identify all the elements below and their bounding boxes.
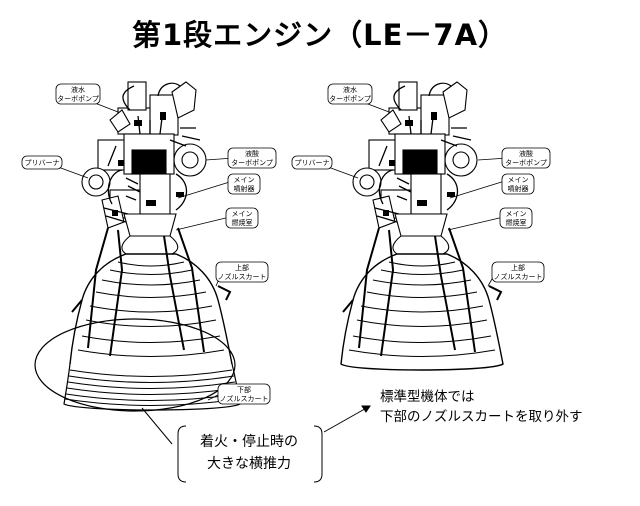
- callout-text: プリバーナ: [25, 159, 60, 167]
- callout-text: メイン: [506, 210, 527, 218]
- callout-lox-turbopump-left: 液酸 ターボポンプ: [227, 147, 277, 169]
- callout-text: 燃焼室: [232, 218, 253, 227]
- callout-text: ターボポンプ: [57, 94, 99, 103]
- standard-airframe-note: 標準型機体では 下部のノズルスカートを取り外す: [380, 387, 583, 427]
- callout-lox-turbopump-right: 液酸 ターボポンプ: [501, 147, 551, 169]
- callout-text: ノズルスカート: [218, 272, 267, 281]
- standard-note-line: 標準型機体では: [380, 389, 475, 405]
- callout-text: ノズルスカート: [220, 394, 269, 403]
- callout-text: ターボポンプ: [505, 158, 547, 167]
- thrust-pointer-line: [141, 407, 173, 445]
- page-title: 第1段エンジン（LE－7A）: [131, 18, 509, 52]
- callout-text: ターボポンプ: [231, 158, 273, 167]
- engine-left: [34, 81, 241, 412]
- callout-text: 下部: [237, 385, 251, 394]
- callout-text: ノズルスカート: [494, 272, 543, 281]
- standard-note-line: 下部のノズルスカートを取り外す: [380, 409, 583, 425]
- lower-nozzle-skirt: [63, 363, 241, 411]
- callout-text: 液水: [343, 85, 357, 94]
- callout-main-chamber-right: メイン 燃焼室: [499, 207, 533, 229]
- callout-main-injector-left: メイン 噴射器: [227, 173, 261, 195]
- callout-text: プリバーナ: [295, 159, 330, 167]
- callout-lh2-turbopump-right: 液水 ターボポンプ: [327, 83, 373, 105]
- callout-main-chamber-left: メイン 燃焼室: [225, 207, 259, 229]
- callout-lower-skirt-left: 下部 ノズルスカート: [217, 383, 271, 405]
- callout-text: 上部: [511, 263, 525, 272]
- callout-preburner-right: プリバーナ: [291, 155, 333, 170]
- lower-skirt-highlight-ellipse: [34, 318, 236, 412]
- thrust-note: 着火・停止時の 大きな横推力: [175, 425, 323, 483]
- callout-lh2-turbopump-left: 液水 ターボポンプ: [55, 83, 101, 105]
- thrust-note-line: 大きな横推力: [207, 456, 291, 472]
- callout-main-injector-right: メイン 噴射器: [501, 173, 535, 195]
- callout-text: 噴射器: [508, 184, 529, 193]
- note-arrow: [323, 405, 371, 433]
- callout-text: 液水: [71, 85, 85, 94]
- thrust-note-bracket: [177, 425, 323, 483]
- callout-text: メイン: [232, 210, 253, 218]
- arrow-head-icon: [361, 405, 371, 413]
- callout-upper-skirt-right: 上部 ノズルスカート: [491, 261, 545, 283]
- engine-right: [340, 81, 504, 371]
- callout-text: メイン: [508, 176, 529, 184]
- callout-text: 噴射器: [234, 184, 255, 193]
- callout-text: 液酸: [245, 149, 259, 158]
- callout-text: 上部: [235, 263, 249, 272]
- callout-text: 液酸: [519, 149, 533, 158]
- callout-text: ターボポンプ: [329, 94, 371, 103]
- callout-upper-skirt-left: 上部 ノズルスカート: [215, 261, 269, 283]
- callout-preburner-left: プリバーナ: [21, 155, 63, 170]
- callout-text: 燃焼室: [506, 218, 527, 227]
- callout-text: メイン: [234, 176, 255, 184]
- thrust-note-line: 着火・停止時の: [200, 434, 298, 450]
